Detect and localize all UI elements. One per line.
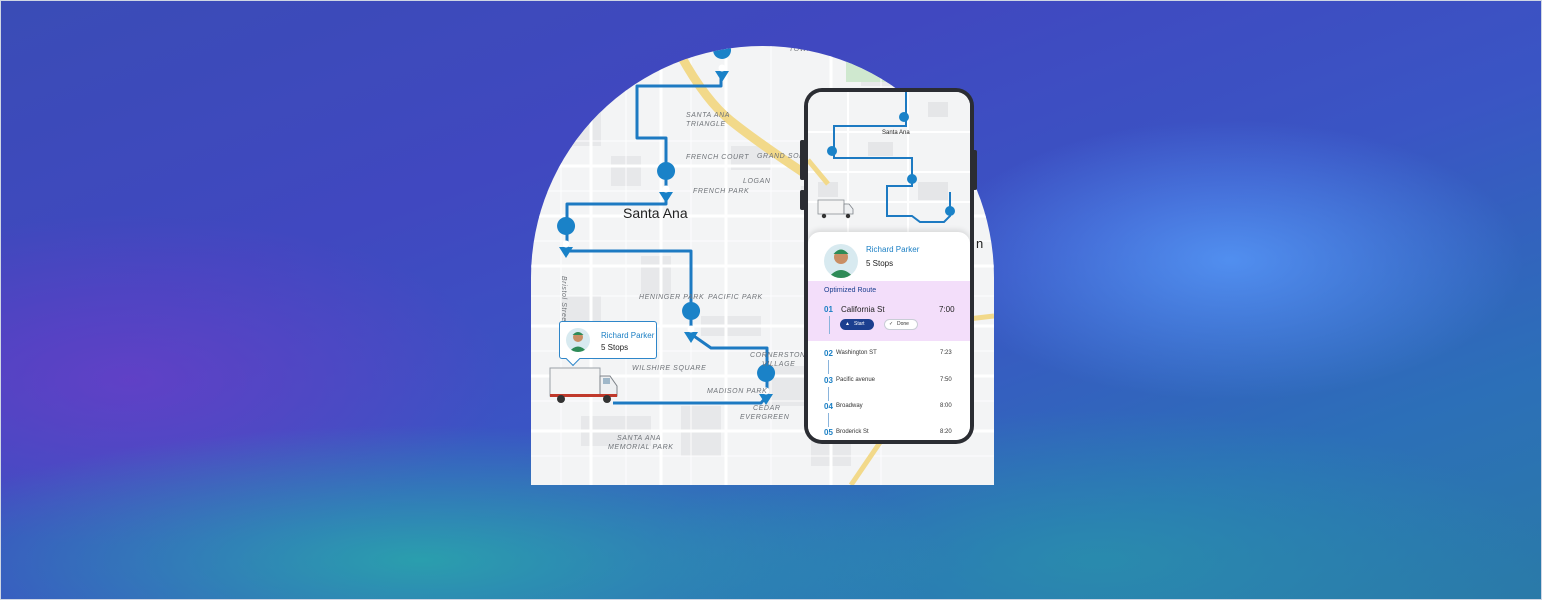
map-label: Bristol Street xyxy=(560,276,567,325)
map-label: EVERGREEN xyxy=(740,414,790,421)
done-button-label: Done xyxy=(897,321,909,327)
phone-truck-icon xyxy=(817,199,854,219)
phone-map xyxy=(808,92,970,242)
start-button-label: Start xyxy=(854,321,865,327)
stop-number: 02 xyxy=(824,349,833,358)
map-label: FRENCH COURT xyxy=(686,154,750,161)
stop-time: 8:00 xyxy=(940,403,952,409)
stop-number: 05 xyxy=(824,428,833,437)
timeline-line xyxy=(828,413,829,427)
map-label: CORNERSTONE xyxy=(750,352,811,359)
phone-side-button xyxy=(800,140,805,180)
map-label: FRENCH PARK xyxy=(693,188,750,195)
timeline-line xyxy=(828,387,829,401)
phone-side-button xyxy=(800,190,805,210)
current-stop-time: 7:00 xyxy=(939,305,955,314)
driver-avatar xyxy=(566,328,590,352)
map-label: SANTA ANA xyxy=(686,112,731,119)
stop-street[interactable]: Broadway xyxy=(836,403,863,409)
map-label: GRAND SONR xyxy=(757,153,811,160)
timeline-line xyxy=(828,360,829,374)
map-label: TRIANGLE xyxy=(686,121,726,128)
phone-map-city-label: Santa Ana xyxy=(882,130,910,136)
map-edge-label: n xyxy=(976,236,984,251)
driver-name: Richard Parker xyxy=(601,331,655,340)
map-label: HENINGER PARK xyxy=(639,294,705,301)
card-driver-stops: 5 Stops xyxy=(866,259,894,268)
phone-pin-icons xyxy=(827,112,955,216)
current-stop-panel: Optimized Route 01 California St 7:00 ▲ … xyxy=(808,281,970,341)
stop-number: 04 xyxy=(824,402,833,411)
driver-card: Richard Parker 5 Stops Optimized Route 0… xyxy=(808,232,970,440)
map-label: CEDAR xyxy=(753,405,781,412)
phone-side-button xyxy=(972,150,977,190)
route-pin-icons xyxy=(557,46,776,405)
start-button[interactable]: ▲ Start xyxy=(840,319,874,330)
timeline-line xyxy=(829,316,830,334)
stop-number: 03 xyxy=(824,376,833,385)
map-label: SANTA ANA xyxy=(617,435,662,442)
map-label: WILSHIRE SQUARE xyxy=(632,365,707,372)
done-button[interactable]: ✓ Done xyxy=(884,319,918,330)
stop-street[interactable]: Pacific avenue xyxy=(836,377,876,383)
phone-mockup: Santa Ana Richard Parker 5 Stops Optimiz… xyxy=(804,88,974,444)
card-driver-name: Richard Parker xyxy=(866,245,920,254)
driver-callout[interactable]: Richard Parker 5 Stops xyxy=(559,321,657,359)
stop-street[interactable]: Broderick St xyxy=(836,429,869,435)
city-label: Santa Ana xyxy=(623,205,688,221)
stop-time: 8:20 xyxy=(940,429,952,435)
map-label: MADISON PARK xyxy=(707,388,768,395)
map-label: PACIFIC PARK xyxy=(708,294,763,301)
current-stop-street: California St xyxy=(841,305,885,314)
driver-stops: 5 Stops xyxy=(601,343,629,352)
map-label: LOGAN xyxy=(743,178,771,185)
route-title: Optimized Route xyxy=(824,287,877,294)
stop-street[interactable]: Washington ST xyxy=(836,350,877,356)
current-stop-number: 01 xyxy=(824,305,833,314)
navigate-icon: ▲ xyxy=(845,321,850,327)
stop-time: 7:50 xyxy=(940,377,952,383)
stop-time: 7:23 xyxy=(940,350,952,356)
map-label: VILLAGE xyxy=(762,361,796,368)
truck-icon xyxy=(549,367,618,403)
card-driver-avatar xyxy=(824,244,858,278)
check-icon: ✓ xyxy=(889,321,894,327)
map-label: TOWNE xyxy=(789,46,818,53)
map-label: MEMORIAL PARK xyxy=(608,444,674,451)
phone-screen: Santa Ana Richard Parker 5 Stops Optimiz… xyxy=(808,92,970,440)
